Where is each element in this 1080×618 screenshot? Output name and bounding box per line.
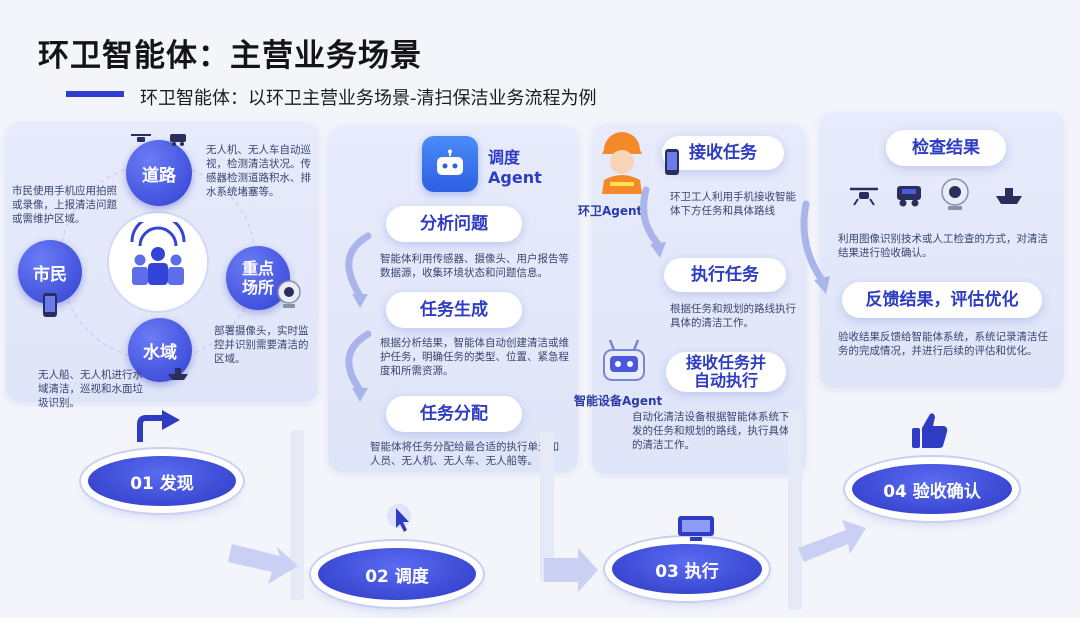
- monitor-icon: [678, 516, 714, 541]
- feedback-pill: 反馈结果，评估优化: [842, 282, 1042, 318]
- check-flow-arrow: [800, 200, 830, 294]
- analyze-description: 智能体利用传感器、摄像头、用户报告等数据源，收集环境状态和问题信息。: [380, 253, 569, 279]
- road-description: 无人机、无人车自动巡视，检测清洁状况。传感器检测道路积水、排水系统堵塞等。: [206, 144, 311, 198]
- stage-03-execute: 03 执行: [612, 544, 762, 594]
- task-assign-pill: 任务分配: [386, 396, 522, 432]
- phone-icon: [43, 293, 57, 317]
- water-node: 水域: [128, 318, 192, 382]
- check-robot-car-icon: [897, 186, 921, 207]
- receive-task-pill: 接收任务: [662, 136, 784, 170]
- dispatch-flow-arrows: [345, 232, 372, 402]
- device-agent-label: 智能设备Agent: [574, 394, 663, 408]
- stage-01-label: 01 发现: [130, 473, 194, 494]
- key-place-label: 重点 场所: [241, 259, 274, 297]
- assign-description: 智能体将任务分配给最合适的执行单元如人员、无人机、无人车、无人船等。: [370, 441, 559, 467]
- auto-description: 自动化清洁设备根据智能体系统下发的任务和规划的路线，执行具体的清洁工作。: [632, 411, 790, 451]
- stage-04-label: 04 验收确认: [883, 481, 981, 502]
- road-node: 道路: [126, 140, 192, 206]
- worker-agent-label: 环卫Agent: [578, 204, 643, 218]
- subtitle-accent-bar: [66, 91, 124, 97]
- generate-description: 根据分析结果，智能体自动创建清洁或维护任务，明确任务的类型、位置、紧急程度和所需…: [380, 337, 569, 377]
- water-label: 水域: [143, 342, 177, 363]
- stage-04-accept: 04 验收确认: [852, 464, 1012, 514]
- dispatch-agent-icon: [422, 136, 478, 192]
- share-arrow-icon: [137, 410, 180, 442]
- device-agent-icon: [603, 339, 645, 381]
- worker-avatar-icon: [602, 132, 642, 194]
- stage-03-label: 03 执行: [655, 561, 719, 582]
- stage-02-dispatch: 02 调度: [318, 548, 476, 600]
- thumbs-up-icon: [912, 413, 948, 448]
- check-drone-icon: [850, 187, 878, 206]
- citizen-description: 市民使用手机应用拍照或录像，上报清洁问题或需维护区域。: [12, 185, 117, 225]
- water-description: 无人船、无人机进行水域清洁，巡视和水面垃圾识别。: [38, 369, 143, 409]
- drone-icon: [131, 134, 151, 142]
- key-place-description: 部署摄像头，实时监控并识别需要清洁的区域。: [214, 325, 309, 365]
- execute-flow-arrow: [640, 186, 666, 258]
- receive-phone-icon: [665, 149, 679, 175]
- page-subtitle: 环卫智能体：以环卫主营业务场景-清扫保洁业务流程为例: [140, 88, 597, 109]
- key-place-node: 重点 场所: [226, 246, 290, 310]
- execute-task-pill: 执行任务: [664, 258, 786, 292]
- analyze-problem-pill: 分析问题: [386, 206, 522, 242]
- receive-description: 环卫工人利用手机接收智能体下方任务和具体路线: [670, 191, 796, 217]
- dispatch-agent-label: 调度 Agent: [488, 148, 542, 187]
- citizen-label: 市民: [33, 264, 67, 285]
- camera-icon: [277, 280, 301, 308]
- check-boat-icon: [996, 188, 1022, 204]
- receive-auto-execute-pill: 接收任务并 自动执行: [666, 352, 786, 392]
- boat-icon: [168, 368, 188, 380]
- robot-head-icon: [437, 149, 463, 175]
- check-camera-icon: [941, 178, 969, 210]
- stage-02-label: 02 调度: [365, 566, 429, 587]
- road-label: 道路: [142, 165, 176, 186]
- robot-car-icon: [170, 134, 186, 146]
- run-description: 根据任务和规划的路线执行具体的清洁工作。: [670, 303, 796, 329]
- check-description: 利用图像识别技术或人工检查的方式，对清洁结果进行验收确认。: [838, 233, 1048, 259]
- people-group-icon: [130, 222, 186, 285]
- check-result-pill: 检查结果: [886, 130, 1006, 166]
- page-title: 环卫智能体：主营业务场景: [38, 38, 422, 74]
- click-pointer-icon: [387, 504, 411, 532]
- feedback-description: 验收结果反馈给智能体系统，系统记录清洁任务的完成情况，并进行后续的评估和优化。: [838, 331, 1048, 357]
- stage-01-discover: 01 发现: [88, 456, 236, 506]
- task-generate-pill: 任务生成: [386, 292, 522, 328]
